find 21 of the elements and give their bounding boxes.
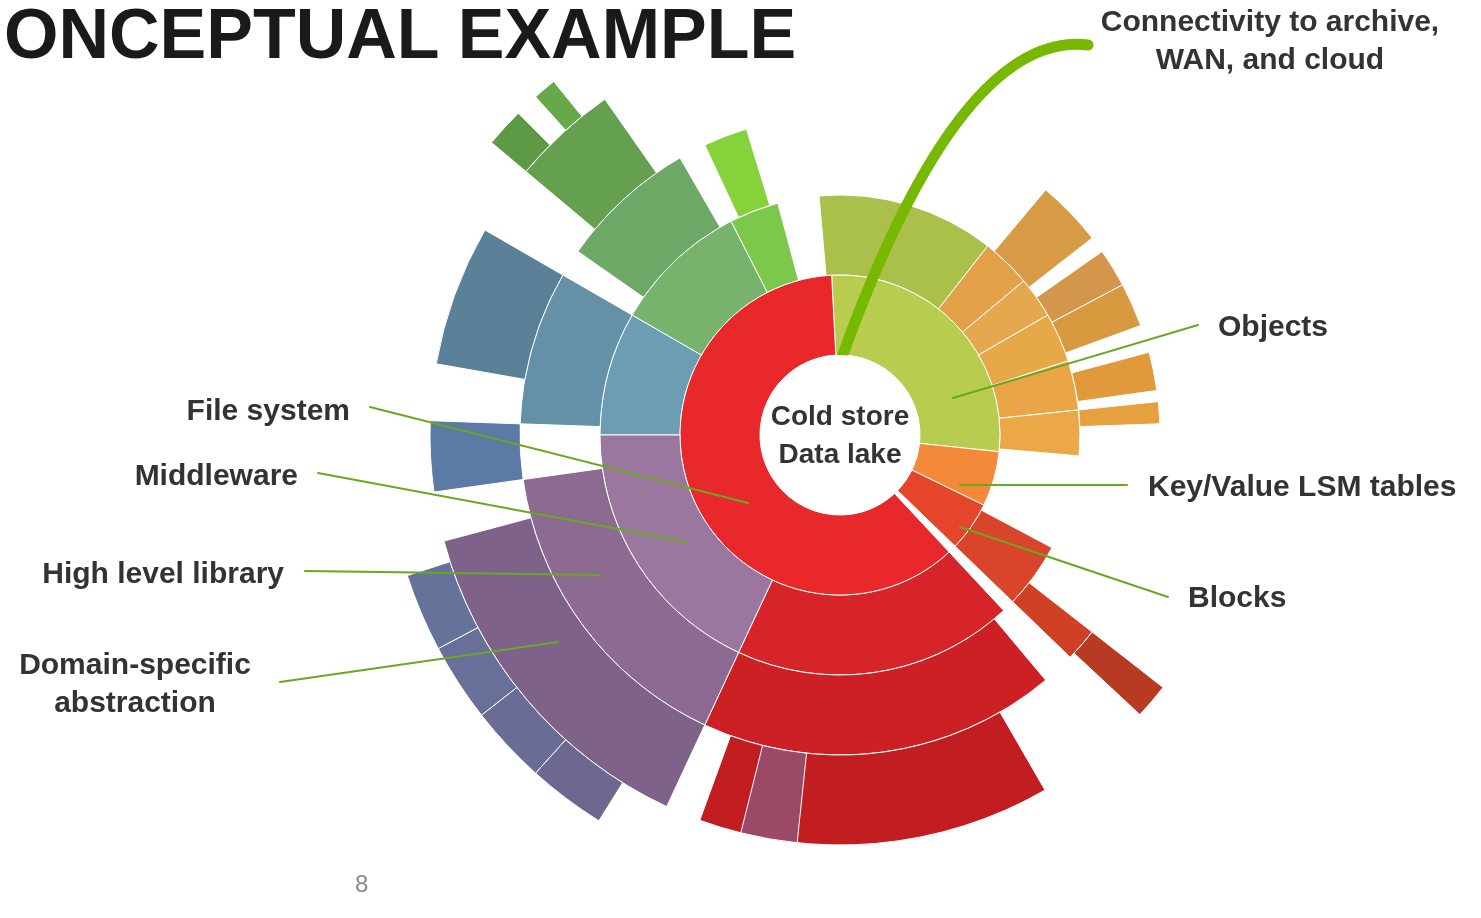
sunburst-segment (897, 469, 985, 547)
sunburst-segment (679, 274, 950, 596)
leader-line (279, 641, 559, 683)
leader-line (959, 526, 1169, 598)
slide-title: ONCEPTUAL EXAMPLE (4, 0, 797, 74)
leader-line (369, 406, 749, 504)
leader-line (952, 324, 1199, 399)
leader-line (317, 472, 689, 543)
callout-label: Connectivity to archive, WAN, and cloud (1085, 2, 1455, 78)
callout-label: Blocks (1188, 578, 1338, 616)
callout-label: Key/Value LSM tables (1148, 467, 1478, 505)
callout-label: High level library (10, 554, 284, 592)
page-number: 8 (355, 870, 369, 898)
leader-line (304, 570, 601, 576)
sunburst-segment (911, 442, 1000, 506)
callout-label: Domain-specific abstraction (0, 645, 270, 721)
callout-label: Middleware (50, 456, 298, 494)
sunburst-segment (599, 434, 773, 653)
leader-line (959, 484, 1128, 486)
callout-label: Objects (1218, 307, 1418, 345)
callout-label: File system (100, 391, 350, 429)
